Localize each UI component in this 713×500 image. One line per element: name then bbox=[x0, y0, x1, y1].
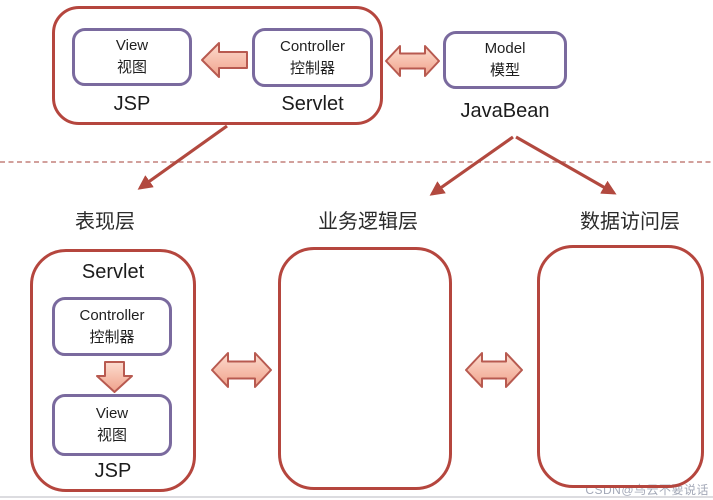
container-to-presentation-arrow bbox=[137, 124, 228, 190]
jsp-label-bottom: JSP bbox=[94, 460, 132, 482]
mvc-web-container bbox=[52, 6, 383, 125]
controller-label-en: Controller bbox=[279, 37, 346, 55]
presentation-business-double-arrow bbox=[211, 352, 272, 388]
data-access-layer-container bbox=[537, 245, 704, 488]
business-logic-layer-label: 业务逻辑层 bbox=[318, 211, 418, 233]
servlet-label-top: Servlet bbox=[281, 93, 344, 115]
controller-label-zh: 控制器 bbox=[289, 59, 335, 77]
servlet-label-bottom: Servlet bbox=[81, 261, 145, 283]
jsp-label-top: JSP bbox=[113, 93, 151, 115]
controller-label-zh: 控制器 bbox=[89, 328, 135, 346]
presentation-layer-container bbox=[30, 249, 196, 492]
javabean-to-business-arrow bbox=[429, 135, 514, 196]
servlet-model-double-arrow bbox=[385, 45, 440, 77]
controller-box-bottom: Controller 控制器 bbox=[52, 297, 172, 356]
view-label-zh: 视图 bbox=[96, 427, 127, 444]
presentation-layer-label: 表现层 bbox=[75, 211, 135, 233]
javabean-label: JavaBean bbox=[460, 100, 550, 122]
view-label-en: View bbox=[95, 405, 129, 423]
controller-label-en: Controller bbox=[79, 306, 145, 324]
model-box: Model 模型 bbox=[443, 31, 567, 89]
business-logic-layer-container bbox=[278, 247, 452, 490]
data-access-layer-label: 数据访问层 bbox=[580, 211, 680, 233]
business-dataaccess-double-arrow bbox=[465, 352, 523, 388]
model-label-zh: 模型 bbox=[489, 62, 520, 79]
view-box-bottom: View 视图 bbox=[52, 394, 172, 456]
view-label-en: View bbox=[115, 37, 149, 55]
model-label-en: Model bbox=[484, 40, 526, 58]
view-box-top: View 视图 bbox=[72, 28, 192, 86]
javabean-to-dataaccess-arrow bbox=[515, 135, 617, 195]
view-label-zh: 视图 bbox=[116, 59, 147, 76]
controller-box-top: Controller 控制器 bbox=[252, 28, 373, 87]
